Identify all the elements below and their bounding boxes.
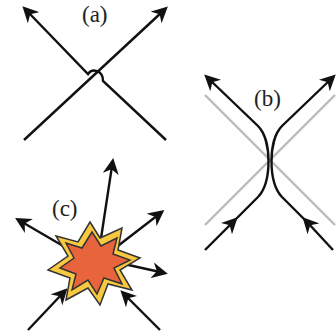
panel-c-explosion xyxy=(22,166,160,330)
panel-a-lines xyxy=(24,12,166,140)
panel-label: (a) xyxy=(80,2,110,27)
panel-b-lines xyxy=(205,80,335,250)
panel-label: (c) xyxy=(50,196,80,221)
panel-label: (b) xyxy=(252,86,283,111)
